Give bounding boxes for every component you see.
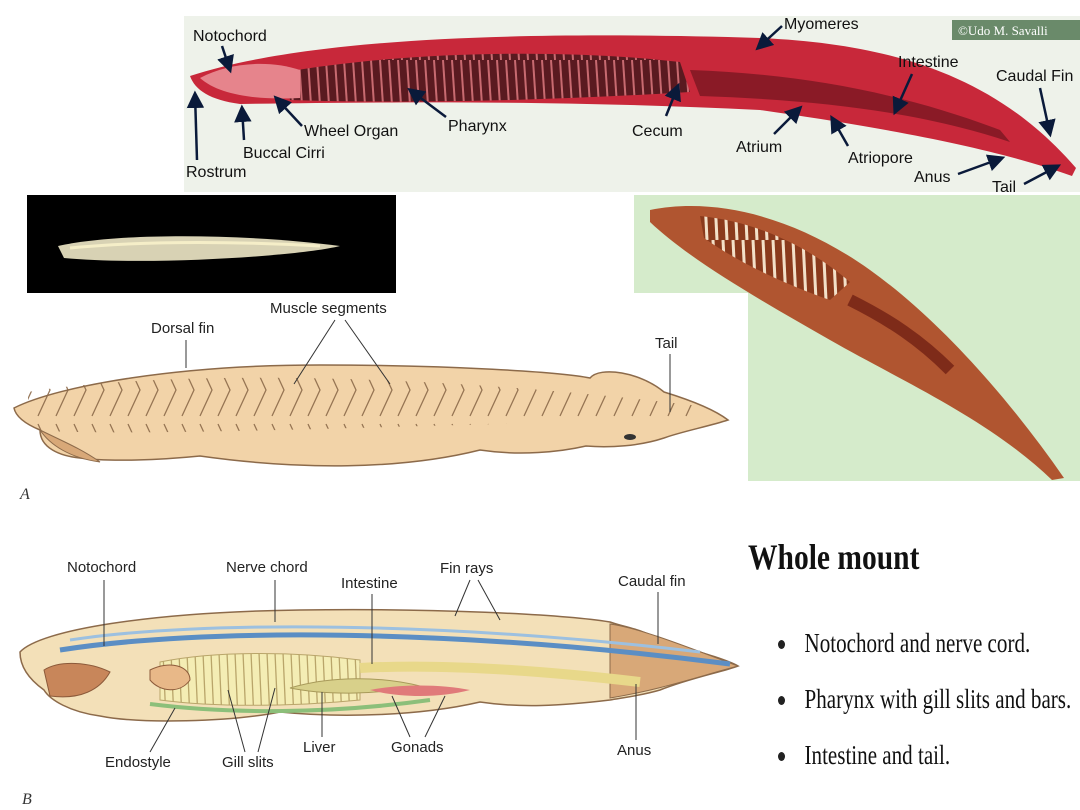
- label-myomeres: Myomeres: [784, 16, 859, 33]
- label-atrium: Atrium: [736, 139, 782, 156]
- intestine-shape: [359, 661, 641, 687]
- label-endostyle: Endostyle: [105, 754, 171, 771]
- oral-hood-shape: [43, 662, 111, 698]
- label-muscle-segments: Muscle segments: [270, 300, 387, 317]
- muscle-segments-shape: [28, 377, 700, 433]
- label-liver: Liver: [303, 739, 336, 756]
- slide-title: Whole mount: [748, 537, 920, 577]
- label-anus-b: Anus: [617, 742, 651, 759]
- bullet-item: Intestine and tail.: [778, 740, 1071, 796]
- label-atriopore: Atriopore: [848, 150, 913, 167]
- bullet-item: Notochord and nerve cord.: [778, 628, 1071, 684]
- label-wheel-organ: Wheel Organ: [304, 123, 398, 140]
- bullet-item: Pharynx with gill slits and bars.: [778, 684, 1071, 740]
- endostyle-shape: [149, 698, 431, 714]
- label-tail-top: Tail: [992, 179, 1016, 196]
- notochord-shape: [59, 632, 731, 667]
- bullet-dot-icon: [778, 640, 786, 649]
- label-pharynx-top: Pharynx: [448, 118, 507, 135]
- label-tail-a: Tail: [655, 335, 678, 352]
- diagram-b: Notochord Nerve chord Intestine Fin rays…: [19, 559, 740, 808]
- watermark-text: ©Udo M. Savalli: [958, 23, 1048, 38]
- label-gonads: Gonads: [391, 739, 444, 756]
- bullet-dot-icon: [778, 752, 786, 761]
- pharynx-green-photo: [700, 216, 850, 300]
- label-fin-rays: Fin rays: [440, 560, 493, 577]
- label-buccal-cirri: Buccal Cirri: [243, 145, 325, 162]
- gonads-shape: [370, 685, 470, 696]
- label-dorsal-fin: Dorsal fin: [151, 320, 214, 337]
- panel-letter-a: A: [19, 486, 30, 503]
- top-photo-panel: ©Udo M. Savalli Notochord Rostrum Buccal…: [184, 16, 1080, 196]
- label-cecum: Cecum: [632, 123, 683, 140]
- label-anus-top: Anus: [914, 169, 950, 186]
- bullet-dot-icon: [778, 696, 786, 705]
- pharynx-gill-region: [285, 53, 690, 102]
- label-gill-slits: Gill slits: [222, 754, 274, 771]
- lancelet-green-photo: [650, 206, 1064, 480]
- nerve-chord-shape: [69, 625, 701, 654]
- dark-photo-panel: [27, 195, 396, 293]
- label-rostrum: Rostrum: [186, 164, 246, 181]
- label-caudal-fin-b: Caudal fin: [618, 573, 686, 590]
- label-notochord-b: Notochord: [67, 559, 136, 576]
- green-photo-panel: [634, 195, 1080, 481]
- panel-letter-b: B: [22, 791, 32, 808]
- label-caudal-fin-top: Caudal Fin: [996, 68, 1073, 85]
- label-nerve-chord: Nerve chord: [226, 559, 308, 576]
- intestine-region: [690, 70, 1010, 142]
- bullet-list: Notochord and nerve cord. Pharynx with g…: [778, 628, 1080, 796]
- pharynx-shape-b: [159, 653, 361, 706]
- diagram-a: Dorsal fin Muscle segments Tail A: [13, 300, 730, 503]
- bullet-text: Pharynx with gill slits and bars.: [804, 684, 1072, 714]
- label-intestine-b: Intestine: [341, 575, 398, 592]
- bullet-text: Intestine and tail.: [804, 740, 951, 770]
- watermark-badge: [952, 20, 1080, 40]
- label-notochord-top: Notochord: [193, 28, 267, 45]
- bullet-text: Notochord and nerve cord.: [804, 628, 1031, 658]
- caudal-fin-shape: [609, 623, 740, 699]
- label-intestine-top: Intestine: [898, 54, 959, 71]
